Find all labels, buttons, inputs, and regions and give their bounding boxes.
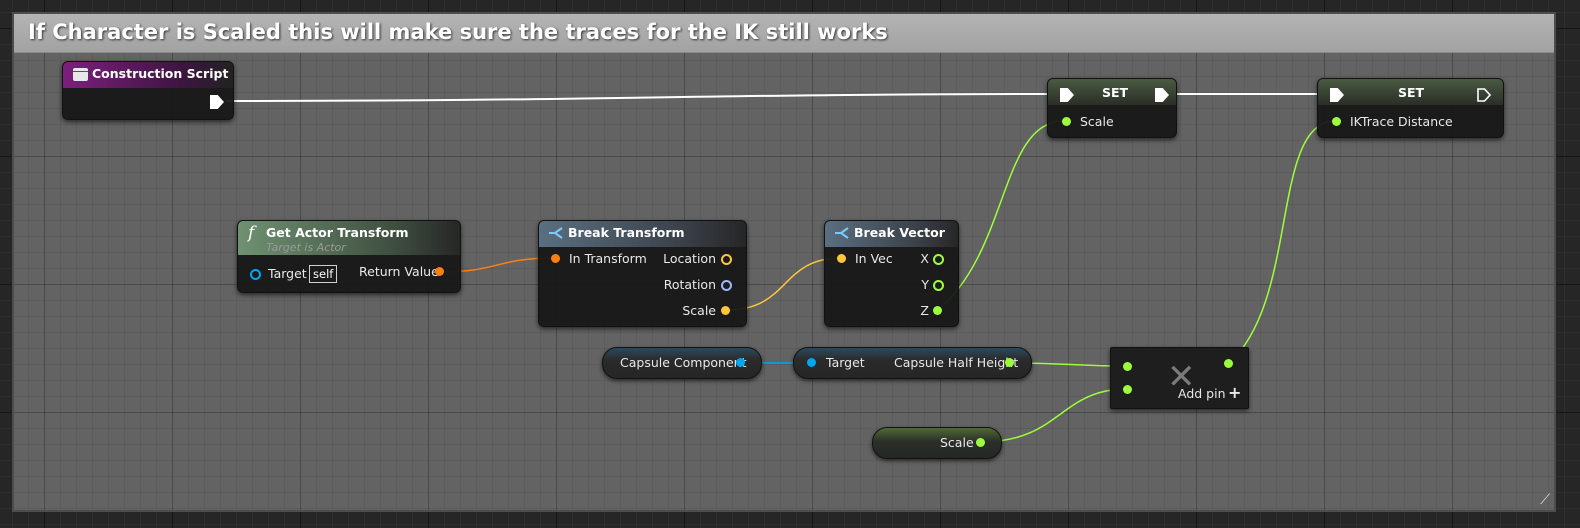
result-out-pin[interactable] xyxy=(1224,359,1233,368)
function-icon: f xyxy=(248,223,255,243)
break-struct-icon xyxy=(549,227,563,239)
break-struct-icon xyxy=(835,227,849,239)
multiply-node[interactable]: ✕ Add pin + xyxy=(1110,347,1249,409)
node-subtitle: Target is Actor xyxy=(266,241,346,254)
set-ik-trace-node[interactable]: SET IKTrace Distance xyxy=(1317,78,1504,138)
add-pin-icon[interactable]: + xyxy=(1228,383,1242,402)
node-header: SET xyxy=(1048,79,1176,105)
z-out-pin[interactable] xyxy=(933,306,942,315)
set-scale-node[interactable]: SET Scale xyxy=(1047,78,1177,138)
exec-wire-1 xyxy=(225,93,1066,102)
float-wire-z-scale xyxy=(937,120,1066,311)
get-actor-transform-node[interactable]: f Get Actor Transform Target is Actor Ta… xyxy=(237,220,461,293)
pin-label: In Transform xyxy=(569,251,647,266)
pin-label: Capsule Half Height xyxy=(894,355,1019,370)
half-height-out-pin[interactable] xyxy=(1005,358,1014,367)
node-title: Get Actor Transform xyxy=(266,225,409,240)
exec-out-pin[interactable] xyxy=(1155,88,1169,102)
capsule-half-height-node[interactable]: Target Capsule Half Height xyxy=(793,347,1032,379)
pin-label: IKTrace Distance xyxy=(1350,114,1453,129)
capsule-component-out-pin[interactable] xyxy=(736,358,745,367)
pin-label: Y xyxy=(921,277,929,292)
pin-label: Return Value xyxy=(359,264,439,279)
pin-label: Target xyxy=(826,355,865,370)
pin-label: Scale xyxy=(682,303,716,318)
in-transform-pin[interactable] xyxy=(551,254,560,263)
node-title: SET xyxy=(1398,85,1425,100)
node-header: Break Transform xyxy=(539,221,746,247)
capsule-component-getter[interactable]: Capsule Component xyxy=(602,347,762,379)
pin-label: Scale xyxy=(940,435,974,450)
y-out-pin[interactable] xyxy=(933,280,944,291)
float-wire-mult-ik xyxy=(1228,120,1337,364)
x-out-pin[interactable] xyxy=(933,254,944,265)
comment-title: If Character is Scaled this will make su… xyxy=(28,20,888,44)
break-vector-node[interactable]: Break Vector In Vec X Y Z xyxy=(824,220,959,327)
scale-input-pin[interactable] xyxy=(1062,117,1071,126)
scale-out-pin[interactable] xyxy=(721,306,730,315)
exec-out-pin[interactable] xyxy=(210,95,224,109)
resize-grip-icon[interactable]: ⟋ xyxy=(1540,492,1550,508)
pin-label: Location xyxy=(663,251,716,266)
pin-label: In Vec xyxy=(855,251,893,266)
node-header: Break Vector xyxy=(825,221,958,247)
return-value-pin[interactable] xyxy=(435,267,444,276)
construction-script-node[interactable]: Construction Script xyxy=(62,61,234,120)
break-transform-node[interactable]: Break Transform In Transform Location Ro… xyxy=(538,220,747,327)
multiply-icon: ✕ xyxy=(1167,357,1196,397)
node-header: f Get Actor Transform Target is Actor xyxy=(238,221,460,255)
in-vec-pin[interactable] xyxy=(837,254,846,263)
a-input-pin[interactable] xyxy=(1123,362,1132,371)
comment-header[interactable]: If Character is Scaled this will make su… xyxy=(14,14,1554,53)
target-input-pin[interactable] xyxy=(807,358,816,367)
self-default-value[interactable]: self xyxy=(309,265,338,283)
scale-out-pin[interactable] xyxy=(976,438,985,447)
rotation-out-pin[interactable] xyxy=(721,280,732,291)
target-input-pin[interactable] xyxy=(250,269,261,280)
node-title: Break Transform xyxy=(568,225,685,240)
node-header: SET xyxy=(1318,79,1503,105)
pin-label: Z xyxy=(920,303,929,318)
pin-label: X xyxy=(920,251,929,266)
node-header: Construction Script xyxy=(63,62,233,88)
scale-getter[interactable]: Scale xyxy=(872,427,1002,459)
node-title: Construction Script xyxy=(92,66,229,81)
b-input-pin[interactable] xyxy=(1123,385,1132,394)
pin-label: Capsule Component xyxy=(620,355,747,370)
float-wire-scale-mult xyxy=(980,388,1128,443)
exec-out-pin[interactable] xyxy=(1477,88,1491,102)
exec-in-pin[interactable] xyxy=(1330,88,1344,102)
event-icon xyxy=(73,68,88,81)
pin-label: Rotation xyxy=(663,277,716,292)
add-pin-label[interactable]: Add pin xyxy=(1178,386,1226,401)
node-title: Break Vector xyxy=(854,225,945,240)
exec-in-pin[interactable] xyxy=(1060,88,1074,102)
pin-label: Scale xyxy=(1080,114,1114,129)
node-title: SET xyxy=(1102,85,1129,100)
pin-label: Target xyxy=(268,266,307,281)
ik-trace-input-pin[interactable] xyxy=(1332,117,1341,126)
location-out-pin[interactable] xyxy=(721,254,732,265)
